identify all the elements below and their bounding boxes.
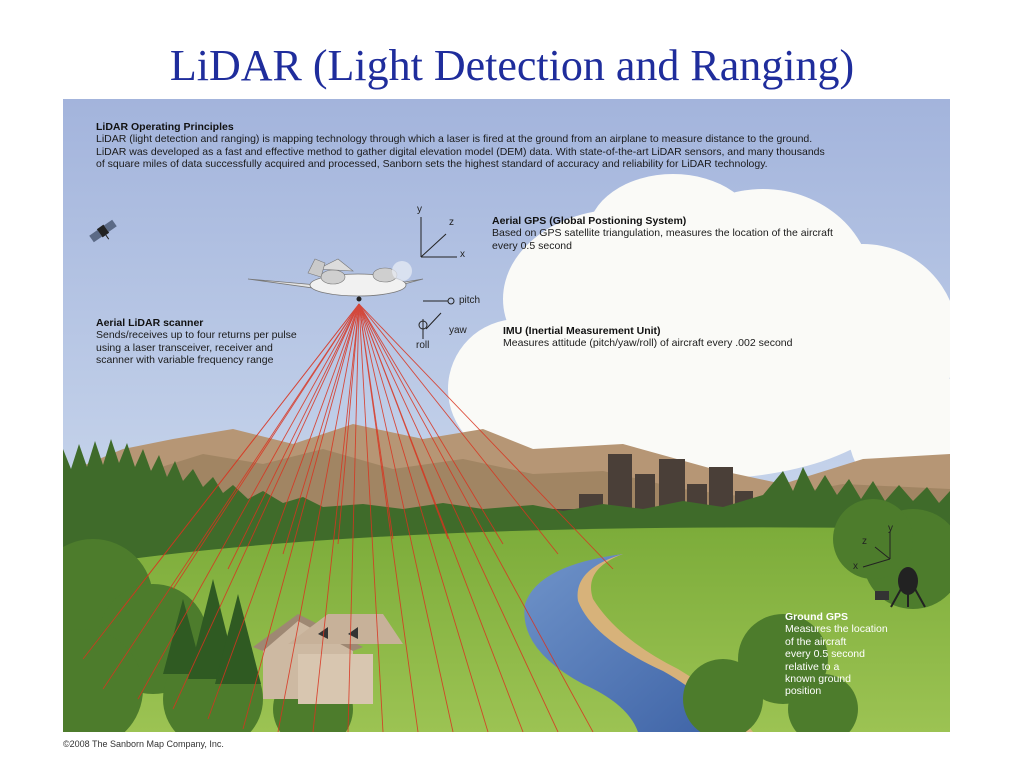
copyright-credit: ©2008 The Sanborn Map Company, Inc. — [63, 739, 224, 749]
axis-label-yaw: yaw — [449, 325, 467, 336]
axis-label-x-top: x — [460, 249, 465, 260]
axis-label-x-ground: x — [853, 561, 858, 572]
ground-gps-line: Measures the location — [785, 623, 888, 636]
lidar-scene — [63, 99, 950, 732]
imu-heading: IMU (Inertial Measurement Unit) — [503, 325, 661, 337]
ground-gps-line: position — [785, 685, 822, 698]
axis-label-pitch: pitch — [459, 295, 481, 306]
aerial-gps-line: Based on GPS satellite triangulation, me… — [492, 227, 833, 240]
houses — [253, 614, 403, 704]
slide-title: LiDAR (Light Detection and Ranging) — [169, 41, 855, 90]
lidar-illustration: LiDAR Operating Principles LiDAR (light … — [63, 99, 950, 732]
scanner-block: Aerial LiDAR scanner Sends/receives up t… — [96, 317, 336, 367]
foreground-conifers — [163, 579, 261, 684]
foreground-trees-right — [683, 499, 950, 732]
scanner-heading: Aerial LiDAR scanner — [96, 317, 204, 329]
axis-label-z-ground: z — [862, 536, 867, 547]
imu-line: Measures attitude (pitch/yaw/roll) of ai… — [503, 337, 793, 350]
ground-gps-line: every 0.5 second — [785, 648, 865, 661]
intro-line: LiDAR was developed as a fast and effect… — [96, 145, 825, 158]
scanner-line: scanner with variable frequency range — [96, 354, 274, 367]
laser-beams — [82, 303, 614, 732]
aerial-gps-line: every 0.5 second — [492, 239, 572, 252]
axis-label-y-top: y — [417, 204, 422, 215]
axis-label-y-ground: y — [888, 523, 893, 534]
scanner-line: Sends/receives up to four returns per pu… — [96, 329, 297, 342]
ground-gps-line: of the aircraft — [785, 635, 847, 648]
ground-gps-line: relative to a — [785, 660, 840, 673]
axis-label-roll: roll — [416, 340, 430, 351]
axis-label-z-top: z — [449, 217, 454, 228]
aerial-gps-heading: Aerial GPS (Global Postioning System) — [492, 215, 687, 227]
scanner-line: using a laser transceiver, receiver and — [96, 341, 273, 354]
aircraft — [247, 258, 424, 302]
ground-gps-line: known ground — [785, 673, 851, 686]
intro-line: LiDAR (light detection and ranging) is m… — [96, 133, 813, 146]
imu-block: IMU (Inertial Measurement Unit) Measures… — [503, 325, 863, 350]
river — [524, 554, 728, 732]
ground-gps-station — [862, 531, 926, 608]
ground-gps-heading: Ground GPS — [785, 611, 848, 623]
intro-line: of square miles of data successfully acq… — [96, 158, 768, 171]
satellite-icon — [89, 219, 117, 243]
ground-gps-block: Ground GPS Measures the location of the … — [785, 611, 925, 698]
axes-attitude — [418, 297, 455, 339]
intro-block: LiDAR Operating Principles LiDAR (light … — [96, 121, 946, 171]
intro-heading: LiDAR Operating Principles — [96, 121, 234, 133]
aerial-gps-block: Aerial GPS (Global Postioning System) Ba… — [492, 215, 892, 252]
axes-gps — [420, 217, 457, 258]
